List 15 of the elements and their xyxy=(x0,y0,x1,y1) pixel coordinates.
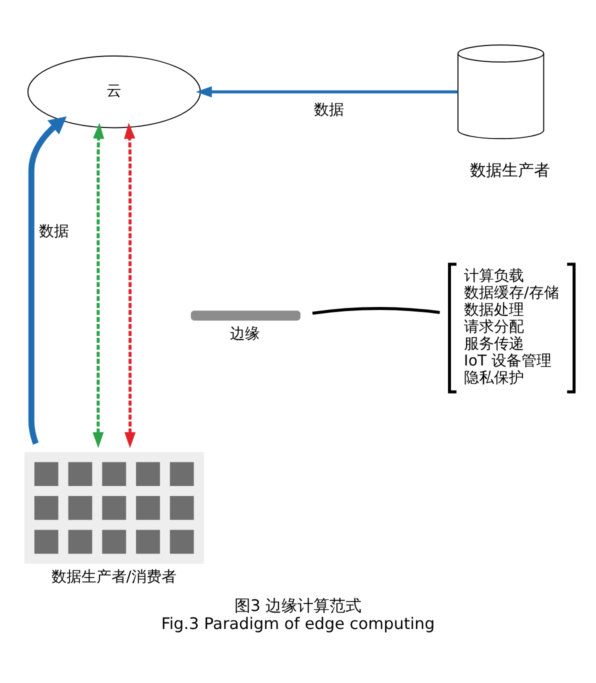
connector xyxy=(312,307,440,315)
arrow xyxy=(92,122,104,448)
node-label: 数据生产者 xyxy=(470,160,550,180)
node-ellipse: 云 xyxy=(27,55,201,128)
node-text: 计算负载 数据缓存/存储 数据处理 请求分配 服务传递 IoT 设备管理 隐私保护 xyxy=(464,266,559,386)
caption: 图3 边缘计算范式 Fig.3 Paradigm of edge computing xyxy=(161,596,435,633)
arrow xyxy=(28,116,67,445)
node-label: 边缘 xyxy=(230,324,260,343)
edge-label: 数据 xyxy=(314,100,344,118)
arrow xyxy=(124,122,136,448)
node-label: 数据生产者/消费者 xyxy=(51,568,176,586)
edge-label: 数据 xyxy=(38,222,69,240)
node-wave xyxy=(190,310,300,321)
arrow xyxy=(196,86,458,98)
node-picture xyxy=(24,452,204,564)
